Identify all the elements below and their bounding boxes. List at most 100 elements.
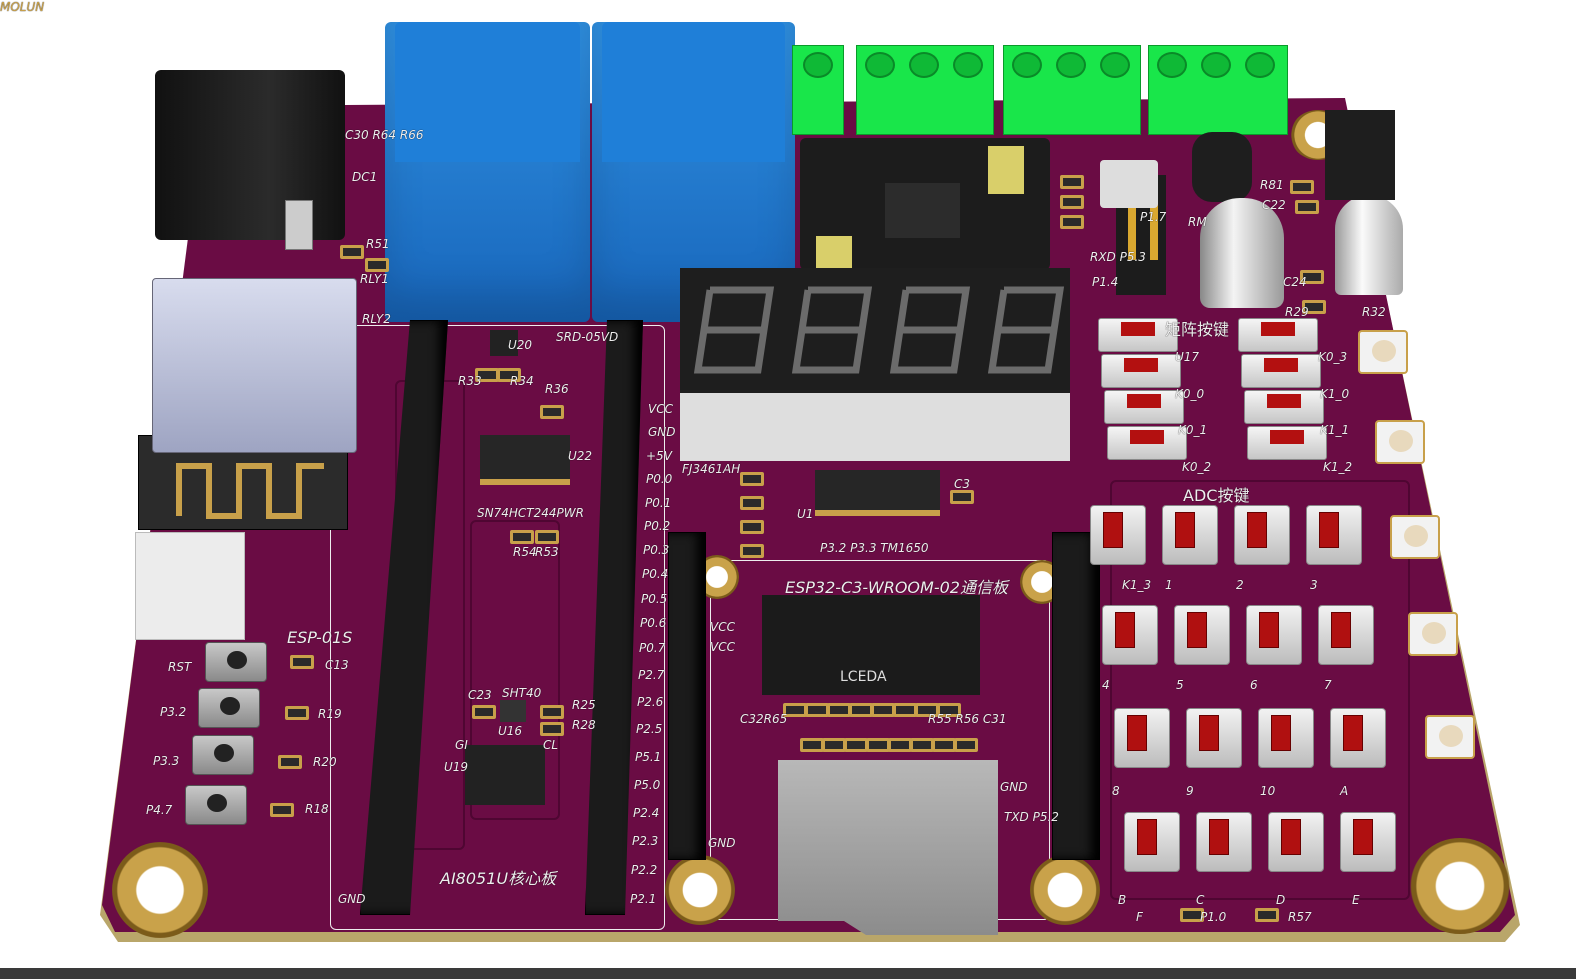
- smd-component: [893, 703, 917, 717]
- adc-key-button[interactable]: [1162, 505, 1218, 565]
- silkscreen-label: 8: [1112, 784, 1120, 798]
- tact-button[interactable]: [205, 642, 267, 682]
- status-led: [1358, 330, 1408, 374]
- smd-component: [827, 703, 851, 717]
- smd-component: [844, 738, 868, 752]
- smd-component: [740, 520, 764, 534]
- adc-key-button[interactable]: [1340, 812, 1396, 872]
- tm1650-chip: [815, 470, 940, 516]
- matrix-key-button[interactable]: [1247, 426, 1327, 460]
- silkscreen-label: P2.2: [631, 863, 658, 877]
- silkscreen-label: R20: [313, 755, 337, 769]
- sd-card-slot[interactable]: [778, 760, 998, 935]
- matrix-key-button[interactable]: [1238, 318, 1318, 352]
- silkscreen-label: 3: [1310, 578, 1318, 592]
- adc-key-button[interactable]: [1258, 708, 1314, 768]
- smd-component: [365, 258, 389, 272]
- silkscreen-label: C30 R64 R66: [345, 128, 424, 142]
- smd-component: [805, 703, 829, 717]
- dc-jack-pin: [285, 200, 313, 250]
- silkscreen-label: R33: [458, 374, 482, 388]
- silkscreen-label: P2.7: [638, 668, 665, 682]
- silkscreen-label: VCC: [710, 640, 735, 654]
- silkscreen-label: DC1: [352, 170, 378, 184]
- esp32-module: [800, 138, 1050, 270]
- seven-segment-display: [680, 268, 1070, 393]
- smd-component: [740, 472, 764, 486]
- silkscreen-label: P3.2: [160, 705, 187, 719]
- adc-key-button[interactable]: [1234, 505, 1290, 565]
- silkscreen-label: P0.7: [639, 641, 666, 655]
- silkscreen-label: P1.7: [1140, 210, 1167, 224]
- usb-connector: [135, 532, 245, 640]
- silkscreen-label: U1: [797, 507, 814, 521]
- tact-button[interactable]: [192, 735, 254, 775]
- smd-component: [1180, 908, 1204, 922]
- silkscreen-label: D: [1276, 893, 1286, 907]
- trace: [470, 520, 560, 820]
- silkscreen-label: C: [1196, 893, 1205, 907]
- digits-888-icon: [693, 286, 1065, 374]
- silkscreen-label: P1.4: [1092, 275, 1119, 289]
- esp32-board-label: ESP32-C3-WROOM-02通信板: [785, 578, 1008, 597]
- display-body: [680, 393, 1070, 461]
- adc-key-button[interactable]: [1174, 605, 1230, 665]
- adc-key-button[interactable]: [1090, 505, 1146, 565]
- matrix-key-button[interactable]: [1107, 426, 1187, 460]
- matrix-key-button[interactable]: [1244, 390, 1324, 424]
- silkscreen-label: R34: [510, 374, 534, 388]
- silkscreen-label: K1_3: [1122, 578, 1152, 592]
- sht40-sensor: [500, 700, 526, 722]
- silkscreen-label: K0_0: [1175, 387, 1205, 401]
- adc-key-button[interactable]: [1268, 812, 1324, 872]
- smd-component: [740, 496, 764, 510]
- adc-key-button[interactable]: [1330, 708, 1386, 768]
- module-pad: [816, 236, 852, 268]
- adc-key-button[interactable]: [1102, 605, 1158, 665]
- adc-key-button[interactable]: [1318, 605, 1374, 665]
- silkscreen-label: A: [1340, 784, 1349, 798]
- silkscreen-label: R18: [305, 802, 329, 816]
- silkscreen-label: P1.0: [1200, 910, 1227, 924]
- silkscreen-label: R53: [535, 545, 559, 559]
- silkscreen-label: +5V: [646, 449, 672, 463]
- matrix-key-button[interactable]: [1101, 354, 1181, 388]
- adc-key-button[interactable]: [1114, 708, 1170, 768]
- tact-button[interactable]: [198, 688, 260, 728]
- silkscreen-label: P2.3: [632, 834, 659, 848]
- status-led: [1425, 715, 1475, 759]
- smd-component: [540, 405, 564, 419]
- matrix-key-button[interactable]: [1104, 390, 1184, 424]
- matrix-key-button[interactable]: [1098, 318, 1178, 352]
- status-led: [1375, 420, 1425, 464]
- silkscreen-label: R29: [1285, 305, 1309, 319]
- silkscreen-label: R28: [572, 718, 596, 732]
- terminal-block: [856, 45, 994, 135]
- adc-key-button[interactable]: [1306, 505, 1362, 565]
- silkscreen-label: U20: [508, 338, 533, 352]
- silkscreen-label: C32R65: [740, 712, 788, 726]
- tact-button[interactable]: [185, 785, 247, 825]
- silkscreen-label: GND: [708, 836, 736, 850]
- silkscreen-label: R81: [1260, 178, 1284, 192]
- smd-component: [1060, 215, 1084, 229]
- status-bar: [0, 968, 1576, 979]
- matrix-key-button[interactable]: [1241, 354, 1321, 388]
- smd-component: [800, 738, 824, 752]
- silkscreen-label: GI: [455, 738, 468, 752]
- module-chip: [885, 183, 960, 238]
- adc-key-button[interactable]: [1186, 708, 1242, 768]
- silkscreen-label: 9: [1186, 784, 1194, 798]
- silkscreen-label: P2.5: [636, 722, 663, 736]
- silkscreen-label: RXD P5.3: [1090, 250, 1146, 264]
- silkscreen-label: R36: [545, 382, 569, 396]
- silkscreen-label: K0_2: [1182, 460, 1212, 474]
- adc-key-button[interactable]: [1124, 812, 1180, 872]
- buffer-part-label: SN74HCT244PWR: [477, 506, 584, 520]
- regulator: [1325, 110, 1395, 200]
- silkscreen-label: U19: [444, 760, 469, 774]
- adc-key-button[interactable]: [1196, 812, 1252, 872]
- silkscreen-label: P0.1: [645, 496, 672, 510]
- adc-key-button[interactable]: [1246, 605, 1302, 665]
- silkscreen-label: C23: [468, 688, 492, 702]
